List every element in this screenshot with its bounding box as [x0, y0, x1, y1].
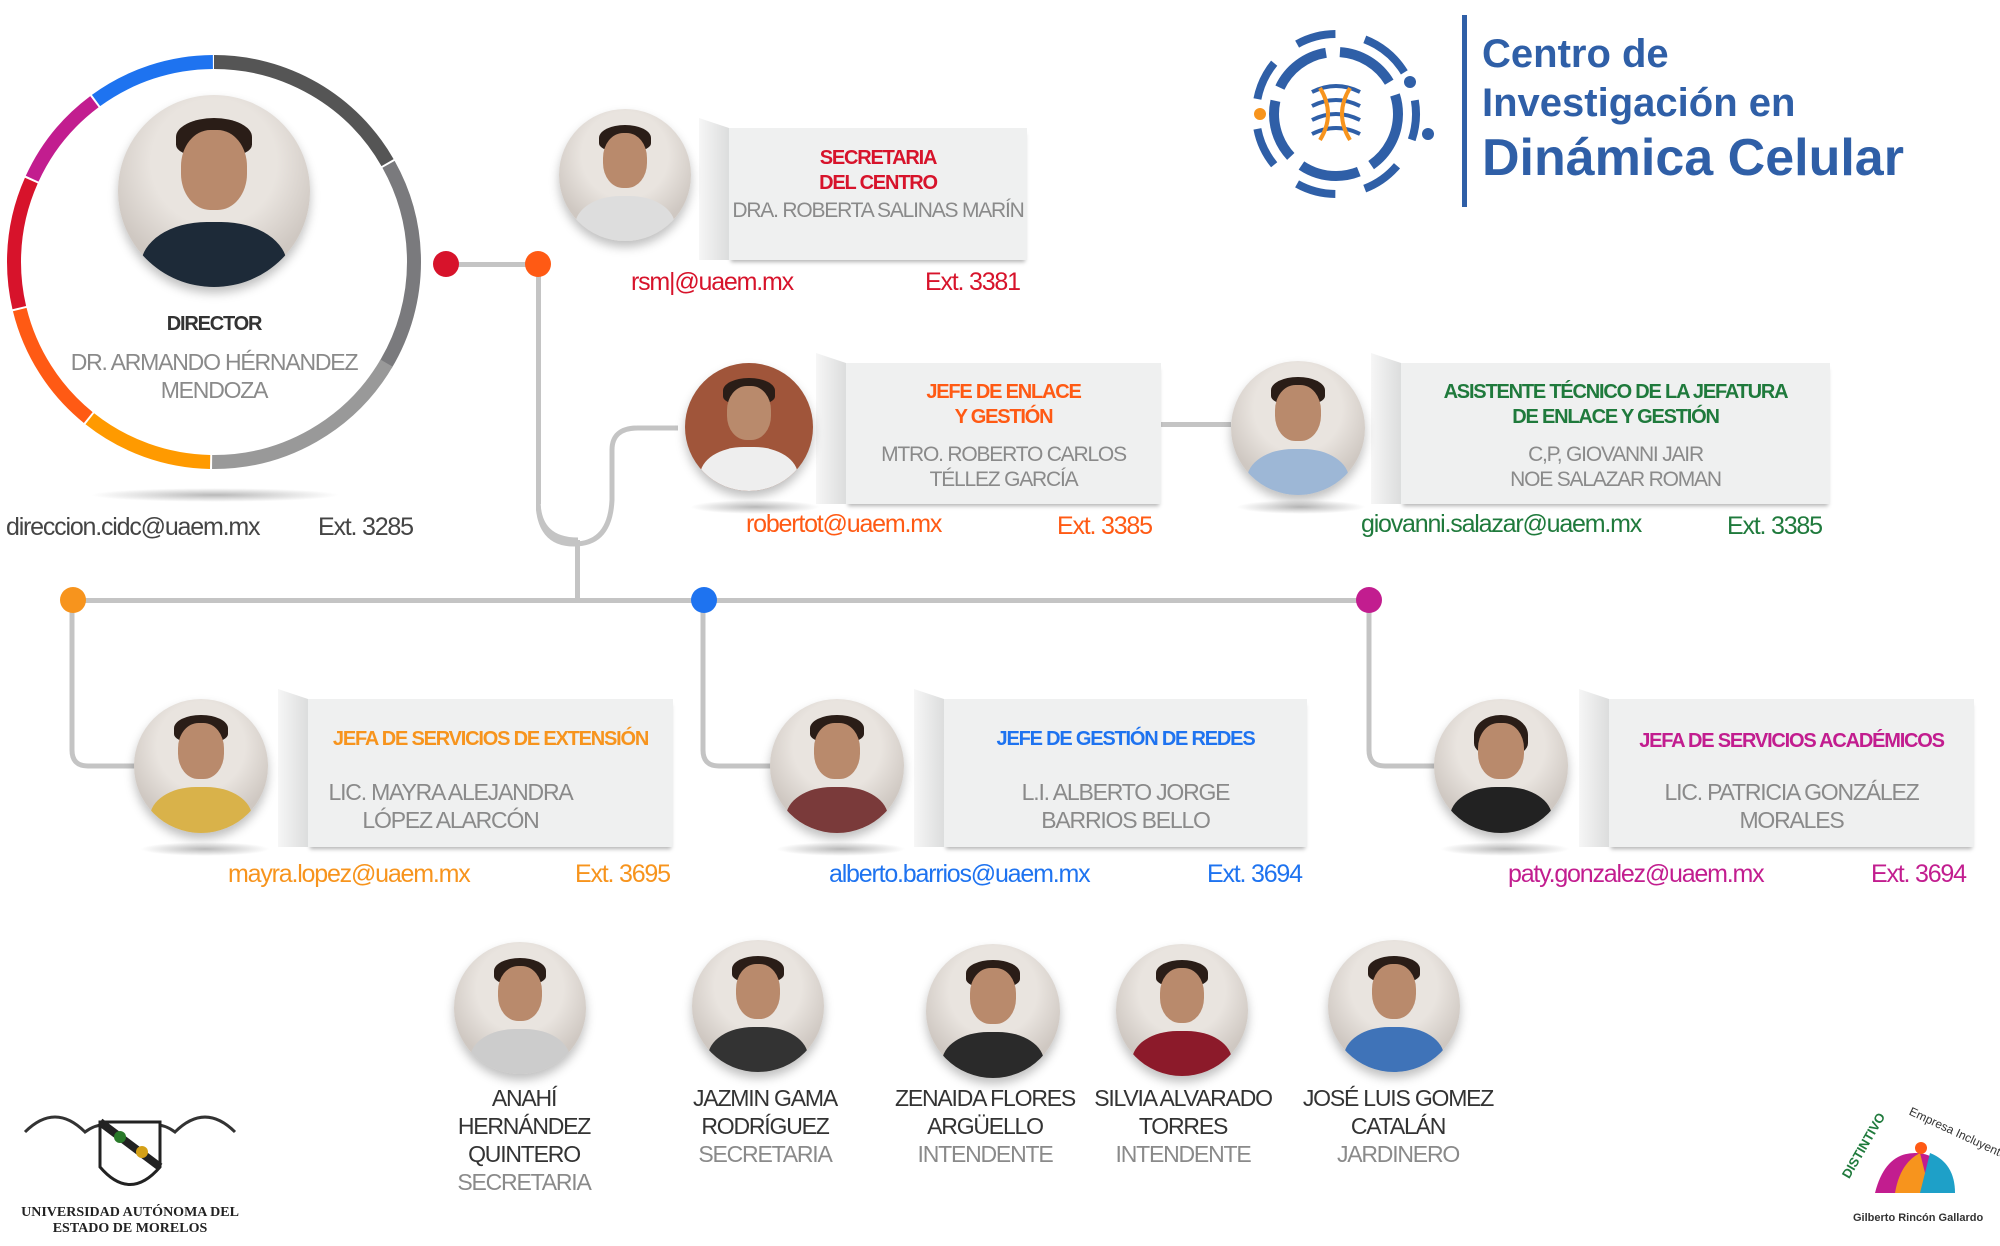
extension-photo: [134, 699, 268, 833]
name-line: BARRIOS BELLO: [1041, 807, 1211, 833]
academicos-email[interactable]: paty.gonzalez@uaem.mx: [1508, 860, 1765, 888]
asistente-ext: Ext. 3385: [1727, 512, 1823, 540]
director-email[interactable]: direccion.cidc@uaem.mx: [6, 513, 260, 541]
extension-email[interactable]: mayra.lopez@uaem.mx: [228, 860, 471, 888]
director-role: DIRECTOR: [166, 313, 263, 335]
uaem-crest-icon: [23, 1115, 237, 1186]
secretaria-email[interactable]: rsm|@uaem.mx: [631, 268, 794, 296]
redes-role: JEFE DE GESTIÓN DE REDES: [996, 728, 1256, 750]
staff-role: INTENDENTE: [1115, 1141, 1252, 1167]
name-line: L.I. ALBERTO JORGE: [1021, 779, 1231, 805]
cidc-logo: [1250, 22, 1442, 204]
connector-dot-amber: [60, 587, 86, 613]
asistente-photo: [1231, 361, 1365, 495]
name-line: TORRES: [1138, 1113, 1228, 1139]
name-line: NOE SALAZAR ROMAN: [1510, 468, 1722, 491]
uaem-logo: UNIVERSIDAD AUTÓNOMA DEL ESTADO DE MOREL…: [20, 1102, 240, 1238]
role-line: ASISTENTE TÉCNICO DE LA JEFATURA: [1443, 381, 1789, 403]
extension-role: JEFA DE SERVICIOS DE EXTENSIÓN: [332, 728, 649, 750]
director-photo: [118, 95, 310, 287]
header-divider: [1462, 15, 1467, 207]
name-line: SILVIA ALVARADO: [1094, 1085, 1273, 1111]
center-title: Centro de Investigación en Dinámica Celu…: [1482, 30, 1904, 188]
enlace-photo: [685, 363, 813, 491]
academicos-ext: Ext. 3694: [1871, 860, 1967, 888]
name-line: JAZMIN GAMA: [693, 1085, 838, 1111]
name-line: RODRÍGUEZ: [701, 1113, 829, 1139]
extension-card: JEFA DE SERVICIOS DE EXTENSIÓN LIC. MAYR…: [278, 689, 673, 847]
title-line: Centro de: [1482, 32, 1669, 76]
secretaria-name: DRA. ROBERTA SALINAS MARÍN: [732, 199, 1024, 222]
enlace-email[interactable]: robertot@uaem.mx: [746, 510, 942, 538]
role-line: SECRETARIA: [819, 147, 938, 169]
director-ring: [7, 55, 421, 469]
role-line: DEL CENTRO: [819, 172, 938, 194]
name-line: C,P, GIOVANNI JAIR: [1528, 443, 1704, 466]
role-line: DE ENLACE Y GESTIÓN: [1512, 406, 1720, 428]
name-line: LIC. PATRICIA GONZÁLEZ: [1664, 779, 1920, 805]
asistente-email[interactable]: giovanni.salazar@uaem.mx: [1361, 510, 1642, 538]
connector-dot-orange: [525, 251, 551, 277]
staff-photo: [692, 940, 824, 1072]
name-line: MENDOZA: [160, 377, 269, 403]
director-ext: Ext. 3285: [318, 513, 414, 541]
name-line: LÓPEZ ALARCÓN: [362, 807, 539, 833]
inclusive-flower-icon: [1875, 1142, 1955, 1193]
redes-photo: [770, 699, 904, 833]
academicos-role: JEFA DE SERVICIOS ACADÉMICOS: [1639, 730, 1945, 752]
name-line: LIC. MAYRA ALEJANDRA: [328, 779, 574, 805]
staff-role: JARDINERO: [1336, 1141, 1460, 1167]
secretaria-photo: [559, 109, 691, 241]
redes-ext: Ext. 3694: [1207, 860, 1303, 888]
staff-role: INTENDENTE: [917, 1141, 1054, 1167]
name-line: DR. ARMANDO HÉRNANDEZ: [70, 349, 359, 375]
name-line: JOSÉ LUIS GOMEZ: [1302, 1085, 1495, 1111]
staff-role: SECRETARIA: [457, 1169, 591, 1195]
academicos-photo: [1434, 699, 1568, 833]
redes-email[interactable]: alberto.barrios@uaem.mx: [829, 860, 1091, 888]
name-line: MTRO. ROBERTO CARLOS: [881, 443, 1127, 466]
connector-dot-red: [433, 251, 459, 277]
academicos-card: JEFA DE SERVICIOS ACADÉMICOS LIC. PATRIC…: [1579, 689, 1974, 847]
name-line: ZENAIDA FLORES: [894, 1085, 1076, 1111]
name-line: ARGÜELLO: [927, 1113, 1044, 1139]
name-line: QUINTERO: [468, 1141, 581, 1167]
enlace-ext: Ext. 3385: [1057, 512, 1153, 540]
staff-photo: [1116, 944, 1248, 1076]
role-line: Y GESTIÓN: [954, 406, 1054, 428]
connector-dot-magenta: [1356, 587, 1382, 613]
staff-photo: [1328, 940, 1460, 1072]
title-line: Dinámica Celular: [1482, 129, 1904, 187]
connector-dot-blue: [691, 587, 717, 613]
extension-ext: Ext. 3695: [575, 860, 671, 888]
badge-text: Gilberto Rincón Gallardo: [1853, 1212, 1984, 1224]
role-line: JEFE DE ENLACE: [926, 381, 1082, 403]
staff-photo: [454, 942, 586, 1074]
staff-role: SECRETARIA: [698, 1141, 832, 1167]
name-line: TÉLLEZ GARCÍA: [929, 468, 1079, 491]
secretaria-ext: Ext. 3381: [925, 268, 1021, 296]
distintivo-badge: DISTINTIVO Empresa Incluyente Gilberto R…: [1835, 1104, 2000, 1233]
university-line: ESTADO DE MORELOS: [52, 1221, 208, 1236]
enlace-card: JEFE DE ENLACE Y GESTIÓN MTRO. ROBERTO CA…: [816, 353, 1161, 504]
name-line: CATALÁN: [1350, 1113, 1446, 1139]
title-line: Investigación en: [1482, 81, 1796, 125]
name-line: MORALES: [1739, 807, 1844, 833]
name-line: ANAHÍ HERNÁNDEZ: [457, 1085, 592, 1139]
asistente-card: ASISTENTE TÉCNICO DE LA JEFATURA DE ENLAC…: [1371, 353, 1830, 504]
university-line: UNIVERSIDAD AUTÓNOMA DEL: [21, 1205, 239, 1220]
secretaria-card: SECRETARIA DEL CENTRO DRA. ROBERTA SALINA…: [699, 118, 1027, 260]
redes-card: JEFE DE GESTIÓN DE REDES L.I. ALBERTO JO…: [914, 689, 1307, 847]
staff-photo: [926, 944, 1060, 1078]
